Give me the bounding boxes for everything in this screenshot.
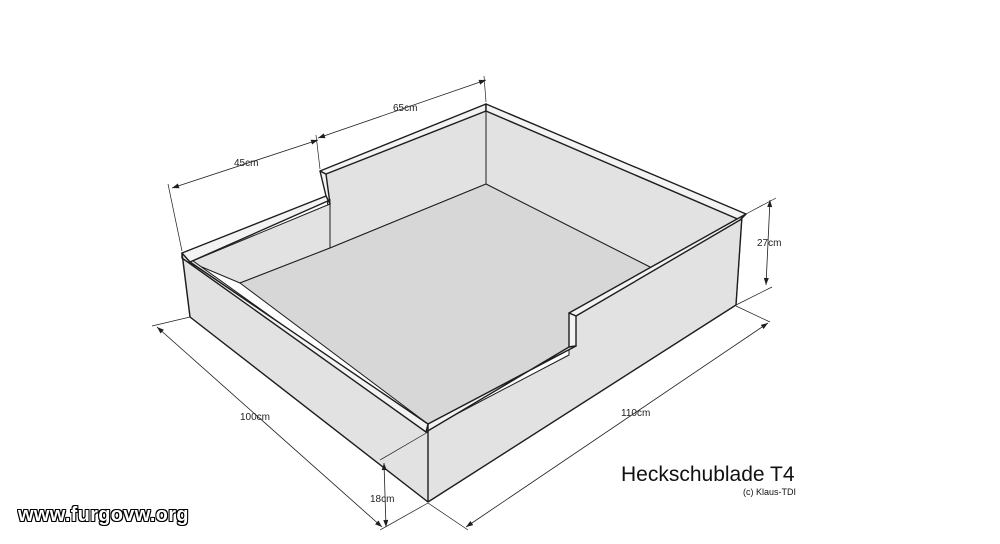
dim-back-short-arrow-start [172, 183, 180, 189]
site-watermark: www.furgovw.org [18, 504, 189, 526]
dimension-lines [151, 75, 777, 531]
dim-length-side-arrow-end [760, 323, 768, 329]
ext-front-rim [379, 431, 429, 461]
dim-label-back-short: 45cm [234, 158, 258, 169]
dim-length-side-line [465, 322, 769, 528]
dim-back-short-line [171, 139, 319, 189]
diagram-credit: (c) Klaus-TDI [743, 487, 797, 497]
dim-height-arrow-end [763, 277, 769, 285]
dim-label-height: 27cm [757, 238, 781, 249]
edge-bottom-left [189, 316, 429, 503]
edge-bottom-right [427, 304, 737, 503]
ext-front-bottom-left [379, 502, 429, 531]
ext-left-top [167, 183, 183, 252]
edge-left-corner [181, 252, 191, 318]
dim-height-line [765, 199, 771, 286]
ext-right-base [735, 305, 771, 323]
edge-lines [181, 215, 743, 503]
dim-height-arrow-start [767, 200, 773, 208]
dim-base-height-arrow-end [383, 519, 389, 527]
dim-back-long-arrow-end [478, 79, 486, 85]
dim-back-long-line [317, 79, 487, 139]
dim-width-front-line [156, 326, 383, 528]
dim-length-side-arrow-start [466, 521, 474, 527]
ext-left-bottom [151, 316, 191, 327]
dim-width-front-arrow-end [375, 520, 382, 527]
diagram-title: Heckschublade T4 [621, 463, 795, 486]
ext-right-top [745, 197, 777, 215]
ext-front-bottom-right [427, 502, 469, 531]
dim-base-height-arrow-start [381, 463, 387, 471]
dim-label-width-front: 100cm [240, 412, 270, 423]
ext-right-bottom [735, 286, 773, 306]
edge-right-corner [735, 215, 743, 306]
rim-notch-step [568, 312, 577, 348]
dim-label-base-height: 18cm [370, 494, 394, 505]
dim-back-long-arrow-start [318, 133, 326, 139]
dim-back-short-arrow-end [310, 139, 318, 145]
dim-label-length-side: 110cm [621, 408, 650, 419]
dim-base-height-line [383, 462, 387, 528]
dim-label-back-long: 65cm [393, 103, 417, 114]
dim-width-front-arrow-start [157, 327, 164, 334]
